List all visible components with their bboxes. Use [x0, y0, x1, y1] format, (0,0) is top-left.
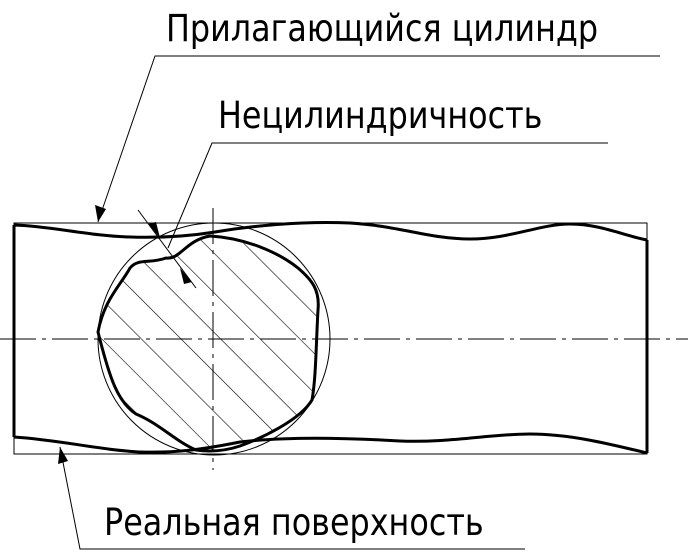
- arrow-dim-lower: [180, 268, 192, 284]
- label-real-surface: Реальная поверхность: [104, 501, 484, 544]
- leader-non-cylindricity: [167, 142, 608, 249]
- arrow-dim-upper: [148, 222, 160, 238]
- section-hatching: [98, 236, 319, 451]
- label-adjacent-cylinder: Прилагающийся цилиндр: [166, 7, 599, 50]
- adjacent-circle: [97, 222, 331, 456]
- real-section-profile: [96, 234, 320, 453]
- leader-adjacent-cylinder: [97, 55, 660, 223]
- arrow-adjacent-cylinder: [95, 205, 106, 222]
- real-surface-top: [13, 221, 648, 242]
- dimension-line: [137, 209, 197, 289]
- real-surface-bottom: [13, 432, 648, 455]
- leader-real-surface: [59, 446, 100, 550]
- label-non-cylindricity: Нецилиндричность: [218, 94, 543, 137]
- arrow-real-surface: [58, 447, 68, 464]
